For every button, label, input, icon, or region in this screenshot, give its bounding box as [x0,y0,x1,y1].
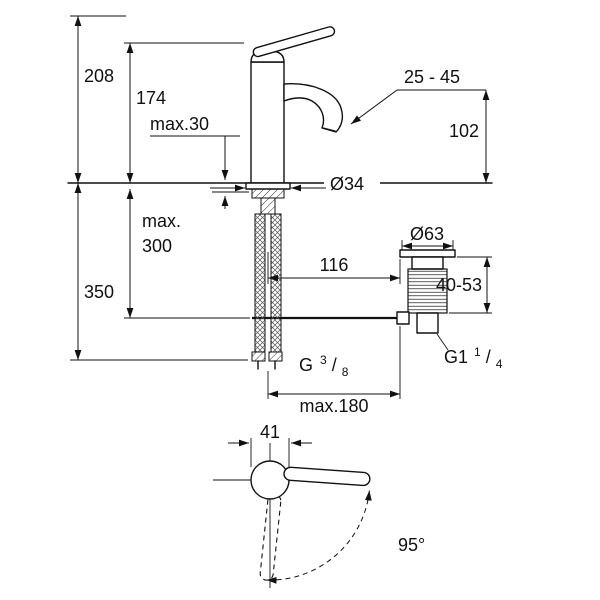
label-rod-reach: max.180 [299,396,368,416]
mounting-flange [245,182,291,190]
waste-thread-base: G1 [444,347,468,367]
lever-plan-bar [283,466,371,487]
drain-threaded-body [407,268,448,314]
supply-hose-right [270,213,282,353]
drain-tailpipe [416,312,439,334]
mounting-nut [251,188,285,199]
faucet-body [250,61,285,184]
label-supply-thread: G 3 / 8 [299,348,349,379]
dim-g38: G 3 / 8 [299,348,349,379]
label-spout-height: 102 [449,121,479,141]
label-aerator-range: 25 - 45 [404,67,460,87]
dim-max300: max. 300 [124,189,250,319]
hose-nut-left [251,351,266,362]
dim-max30: max.30 [150,114,249,209]
supply-hose-left [254,213,266,353]
dim-350: 350 [70,183,248,361]
dim-max180: max.180 [267,326,401,416]
label-waste-thread: G1 1 / 4 [444,340,503,371]
dim-41: 41 [228,422,312,467]
label-handle-diameter: 41 [260,422,280,442]
label-hose-max-value: 300 [142,236,172,256]
threaded-shank [260,197,276,215]
swivel-arc [266,490,372,584]
dim-116: 116 [267,252,401,284]
lever-dashed [259,494,282,581]
drain-rod-housing [396,311,410,325]
dim-208: 208 [70,15,126,183]
label-under-deck-height: 350 [84,282,114,302]
dim-102: 102 [449,90,490,183]
dim-40-53: 40-53 [436,256,492,314]
under-deck-group [245,182,403,370]
drain-neck [411,256,444,270]
leader-arrow [350,89,398,125]
handle-knob [250,460,290,500]
label-max-mounting: max.30 [150,114,209,134]
label-backing [324,170,380,194]
dimension-annotations: 208 174 max.30 25 - 45 102 Ø34 [70,15,503,416]
waste-thread-num: 1 [474,345,481,359]
dim-174: 174 [124,42,244,183]
supply-thread-base: G [299,355,313,375]
drain-assembly [396,249,456,334]
aerator-outlet [322,127,336,132]
lever-swiveled-outline [259,494,282,581]
label-body-height: 174 [136,88,166,108]
spout [283,83,344,133]
label-drain-center-distance: 116 [320,255,349,275]
lever-handle [252,26,336,58]
supply-thread-num: 3 [320,353,327,367]
supply-thread-den: 8 [342,365,349,379]
dim-o63: Ø63 [401,224,454,250]
faucet-body-group [250,26,344,184]
lever-handle-bar [252,26,336,58]
waste-thread-den: 4 [496,357,503,371]
label-flange-diameter: Ø63 [410,224,444,244]
supply-thread-slash: / [332,355,337,375]
dim-g114: G1 1 / 4 [436,333,503,371]
dim-o34: Ø34 [210,170,380,194]
waste-thread-slash: / [486,347,491,367]
dim-25-45: 25 - 45 [350,67,486,125]
plan-view: 95° 41 [213,422,425,588]
label-hose-max-prefix: max. [142,211,181,231]
lever-plan [283,466,371,487]
label-swivel-angle: 95° [398,535,425,555]
drain-flange [399,249,456,258]
leader-line [436,333,449,351]
label-total-height: 208 [84,66,114,86]
hose-nut-right [268,351,283,362]
front-view [67,26,493,370]
label-drain-adjust-range: 40-53 [436,275,482,295]
label-body-diameter: Ø34 [330,174,364,194]
